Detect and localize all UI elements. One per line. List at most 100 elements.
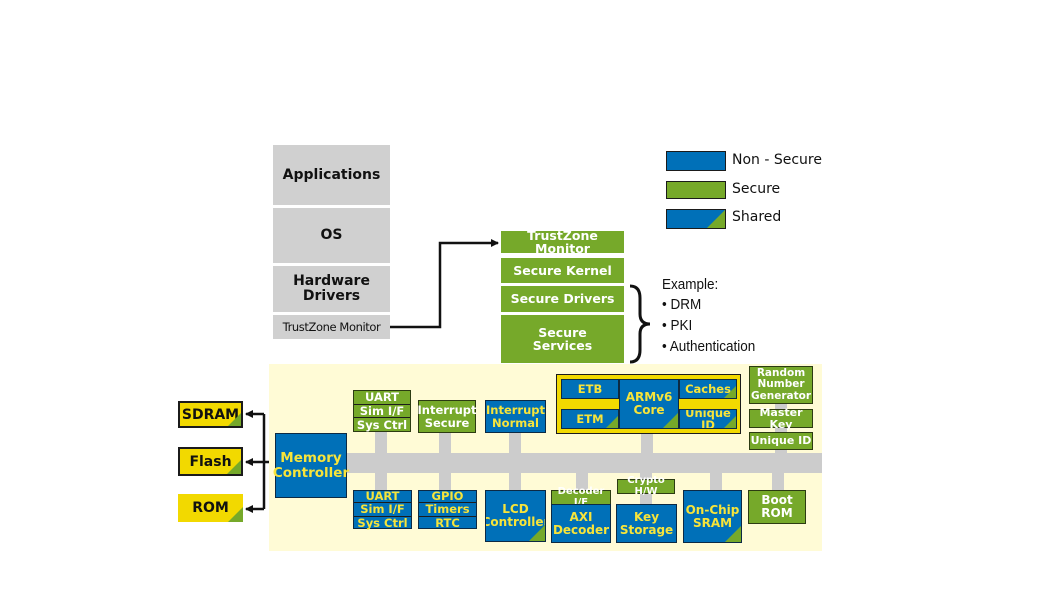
timers-label: Timers [419, 503, 476, 517]
decoder-if-label: Decoder I/F [557, 486, 605, 508]
legend-swatch-secure [666, 181, 726, 199]
secure-kernel-label: Secure Kernel [513, 262, 612, 278]
rom-label: ROM [192, 500, 229, 516]
random-number-generator-label: Random Number Generator [751, 367, 812, 402]
memory-controller-label: Memory Controller [272, 450, 350, 481]
decoder-if: Decoder I/F [551, 486, 611, 508]
armv6-core-label: ARMv6 Core [625, 390, 673, 417]
peripheral-sys-ctrl: Sys Ctrl [357, 515, 408, 530]
example-bullet-authentication: • Authentication [662, 338, 756, 355]
normal-hardware-drivers-label: Hardware Drivers [293, 273, 370, 304]
gpio-timers-rtc: GPIO Timers RTC [418, 490, 477, 529]
random-number-generator: Random Number Generator [749, 366, 813, 404]
monitor-switch-arrow [390, 239, 499, 329]
secure-services-label: Secure Services [532, 324, 593, 353]
peripheral-sim-if: Sim I/F [354, 405, 410, 419]
normal-trustzone-monitor: TrustZone Monitor [273, 315, 390, 339]
etm-block: ETM [561, 409, 619, 429]
lcd-controller: LCD Controller [485, 490, 546, 542]
bus-stub [710, 473, 722, 490]
bottom-peripherals: UART Sim I/F Sys Ctrl [353, 490, 412, 529]
core-cluster: ETB ETM ARMv6 Core Caches Unique ID [556, 374, 741, 434]
bus-stub [509, 432, 521, 453]
secure-unique-id: Unique ID [749, 432, 813, 450]
caches-block: Caches [679, 379, 737, 399]
system-bus [347, 453, 822, 473]
interrupt-normal: Interrupt Normal [485, 400, 546, 433]
peripheral-uart: UART [354, 391, 410, 405]
secure-unique-id-label: Unique ID [750, 434, 812, 448]
example-bullet-drm-label: DRM [670, 296, 702, 313]
master-key-label: Master Key [759, 405, 803, 431]
brace-icon [629, 284, 651, 364]
axi-decoder-label: AXI Decoder [552, 509, 610, 537]
example-bullet-drm: • DRM [662, 296, 702, 313]
legend-swatch-shared [666, 209, 726, 229]
flash-label: Flash [189, 453, 232, 470]
normal-hardware-drivers: Hardware Drivers [273, 266, 390, 312]
interrupt-secure: Interrupt Secure [417, 400, 477, 433]
armv6-core: ARMv6 Core [619, 379, 679, 429]
normal-applications-label: Applications [282, 166, 381, 183]
legend: Non - Secure Secure Shared [666, 151, 846, 231]
bus-stub [775, 450, 787, 455]
crypto-hw-label: Crypto H/W [627, 475, 665, 497]
legend-label-non-secure: Non - Secure [732, 152, 822, 168]
example-bullet-authentication-label: Authentication [669, 338, 756, 355]
core-unique-id-label: Unique ID [685, 409, 731, 429]
core-unique-id-block: Unique ID [679, 409, 737, 429]
bus-stub [375, 473, 387, 490]
master-key: Master Key [749, 405, 813, 431]
bus-stub [641, 433, 653, 453]
sdram-label: SDRAM [181, 406, 240, 423]
boot-rom-label: Boot ROM [761, 493, 793, 520]
secure-trustzone-monitor: TrustZone Monitor [501, 227, 624, 256]
crypto-hw: Crypto H/W [617, 475, 675, 497]
top-peripherals-secure: UART Sim I/F Sys Ctrl [353, 390, 411, 432]
bus-stub [439, 432, 451, 453]
secure-trustzone-monitor-label: TrustZone Monitor [527, 227, 598, 256]
example-bullet-pki-label: PKI [670, 317, 693, 334]
etb-block: ETB [561, 379, 619, 399]
secure-drivers-label: Secure Drivers [510, 291, 615, 307]
example-bullet-pki: • PKI [662, 317, 693, 334]
rom-block: ROM [178, 494, 243, 522]
etm-label: ETM [576, 411, 604, 426]
bus-stub [509, 473, 521, 490]
normal-os: OS [273, 208, 390, 263]
secure-drivers: Secure Drivers [501, 286, 624, 312]
normal-os-label: OS [320, 227, 343, 244]
flash-block: Flash [178, 447, 243, 476]
on-chip-sram-label: On-Chip SRAM [685, 502, 740, 530]
legend-swatch-non-secure [666, 151, 726, 171]
on-chip-sram: On-Chip SRAM [683, 490, 742, 543]
memory-controller: Memory Controller [272, 433, 350, 498]
normal-trustzone-monitor-label: TrustZone Monitor [282, 319, 381, 334]
peripheral-uart: UART [354, 490, 411, 504]
secure-kernel: Secure Kernel [501, 258, 624, 283]
etb-label: ETB [577, 381, 603, 396]
caches-label: Caches [685, 381, 731, 396]
rtc-label: RTC [435, 515, 460, 530]
key-storage: Key Storage [616, 504, 677, 543]
bus-stub [375, 432, 387, 453]
legend-label-secure: Secure [732, 181, 781, 197]
interrupt-secure-label: Interrupt Secure [417, 403, 477, 430]
axi-decoder: AXI Decoder [551, 504, 611, 543]
bus-stub [775, 404, 787, 409]
secure-services: Secure Services [501, 315, 624, 363]
sdram-block: SDRAM [178, 401, 243, 428]
legend-label-shared: Shared [732, 209, 782, 225]
key-storage-label: Key Storage [619, 509, 674, 537]
bus-stub [775, 428, 787, 432]
bus-stub [576, 473, 588, 490]
boot-rom: Boot ROM [748, 490, 806, 524]
example-title: Example: [662, 276, 719, 293]
normal-applications: Applications [273, 145, 390, 205]
peripheral-sys-ctrl: Sys Ctrl [356, 417, 408, 432]
peripheral-sim-if: Sim I/F [354, 503, 411, 517]
bus-stub [772, 473, 784, 490]
interrupt-normal-label: Interrupt Normal [485, 403, 546, 430]
bus-stub [439, 473, 451, 490]
gpio-label: GPIO [419, 490, 476, 504]
